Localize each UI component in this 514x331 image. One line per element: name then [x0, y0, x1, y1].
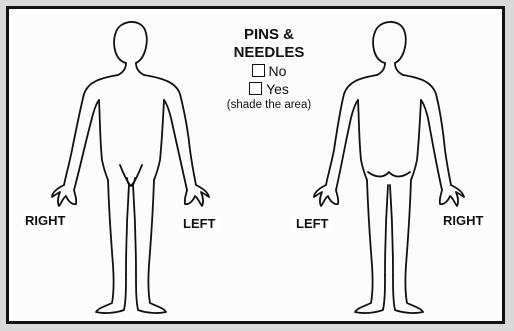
no-checkbox[interactable]	[252, 64, 265, 77]
pins-needles-question: PINS & NEEDLES No Yes (shade the area)	[216, 26, 322, 112]
front-left-label: LEFT	[180, 216, 219, 232]
title-line-1: PINS &	[216, 26, 322, 44]
option-yes[interactable]: Yes	[216, 80, 322, 98]
front-right-label: RIGHT	[22, 213, 68, 229]
title-line-2: NEEDLES	[216, 44, 322, 62]
option-yes-label: Yes	[266, 81, 289, 97]
back-left-label: LEFT	[293, 216, 332, 232]
instruction-note: (shade the area)	[216, 98, 322, 112]
option-no-label: No	[269, 63, 287, 79]
yes-checkbox[interactable]	[249, 82, 262, 95]
back-right-label: RIGHT	[440, 213, 486, 229]
option-no[interactable]: No	[216, 62, 322, 80]
question-title: PINS & NEEDLES	[216, 26, 322, 62]
